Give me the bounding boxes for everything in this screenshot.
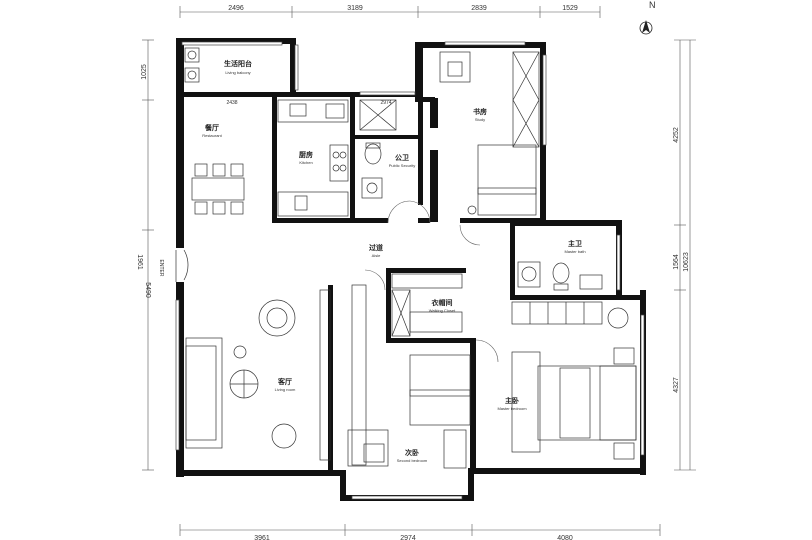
dim-top-1: 2496 — [228, 5, 244, 12]
label-aisle: 过道 — [369, 243, 383, 252]
label-walking-closet-en: Walking Closet — [429, 308, 456, 313]
entrance-label: ENTER — [158, 260, 164, 277]
dim-left-1: 1025 — [141, 64, 148, 80]
label-restaurant-en: Restaurant — [202, 133, 222, 138]
dim-right-1: 4252 — [673, 127, 680, 143]
walls — [176, 38, 646, 501]
label-kitchen: 厨房 — [299, 150, 313, 159]
label-public-security-en: Public Security — [389, 163, 415, 168]
dim-interior-2: 2974 — [380, 100, 391, 106]
balcony-fixtures — [184, 47, 200, 83]
dim-right-total: 10623 — [683, 252, 690, 272]
label-master-bedroom: 主卧 — [505, 396, 519, 405]
right-dimensions — [674, 39, 696, 471]
label-study: 书房 — [473, 107, 487, 116]
label-study-en: Study — [475, 117, 485, 122]
walking-closet-furniture — [391, 273, 463, 337]
label-second-bedroom: 次卧 — [405, 448, 419, 457]
left-dimensions — [142, 39, 154, 471]
dim-left-2: 1961 — [136, 254, 143, 270]
label-master-bedroom-en: Master bedroom — [497, 406, 527, 411]
label-kitchen-en: Kitchen — [299, 160, 312, 165]
label-living-balcony: 生活阳台 — [224, 59, 252, 68]
north-label: N — [649, 0, 656, 10]
master-wardrobe — [511, 301, 629, 329]
label-second-bedroom-en: Second bedroom — [397, 458, 428, 463]
dim-left-3: 5490 — [144, 282, 151, 298]
dim-top-4: 1529 — [562, 5, 578, 12]
second-bedroom-furniture — [347, 284, 471, 469]
door-swings — [364, 200, 499, 363]
bottom-dimensions — [179, 524, 661, 536]
north-arrow-icon — [639, 20, 653, 35]
living-room-furniture — [185, 289, 331, 461]
label-living-balcony-en: Living balcony — [225, 70, 250, 75]
label-restaurant: 餐厅 — [204, 123, 219, 132]
label-walking-closet: 衣帽间 — [432, 298, 453, 307]
dim-top-3: 2839 — [471, 5, 487, 12]
master-bath-fixtures — [517, 261, 603, 291]
dim-right-3: 4327 — [673, 377, 680, 393]
label-master-bath: 主卫 — [568, 239, 582, 248]
dim-right-2: 1564 — [673, 254, 680, 270]
dining-table — [191, 163, 245, 215]
top-dimensions — [179, 6, 601, 18]
label-living-room: 客厅 — [277, 377, 292, 386]
kitchen-counters — [277, 99, 349, 217]
dim-top-2: 3189 — [347, 5, 363, 12]
label-master-bath-en: Master bath — [564, 249, 585, 254]
label-aisle-en: Aisle — [372, 253, 381, 258]
dim-interior-1: 2438 — [226, 100, 237, 106]
windows — [175, 41, 645, 500]
dim-bottom-2: 2974 — [400, 535, 416, 540]
label-living-room-en: Living room — [275, 387, 296, 392]
dim-bottom-3: 4080 — [557, 535, 573, 540]
entrance-door-icon — [175, 249, 189, 282]
dim-bottom-1: 3961 — [254, 535, 270, 540]
master-bed — [511, 347, 637, 460]
public-bathroom-fixtures — [359, 99, 397, 199]
study-furniture — [439, 51, 540, 216]
label-public-security: 公卫 — [395, 154, 409, 162]
